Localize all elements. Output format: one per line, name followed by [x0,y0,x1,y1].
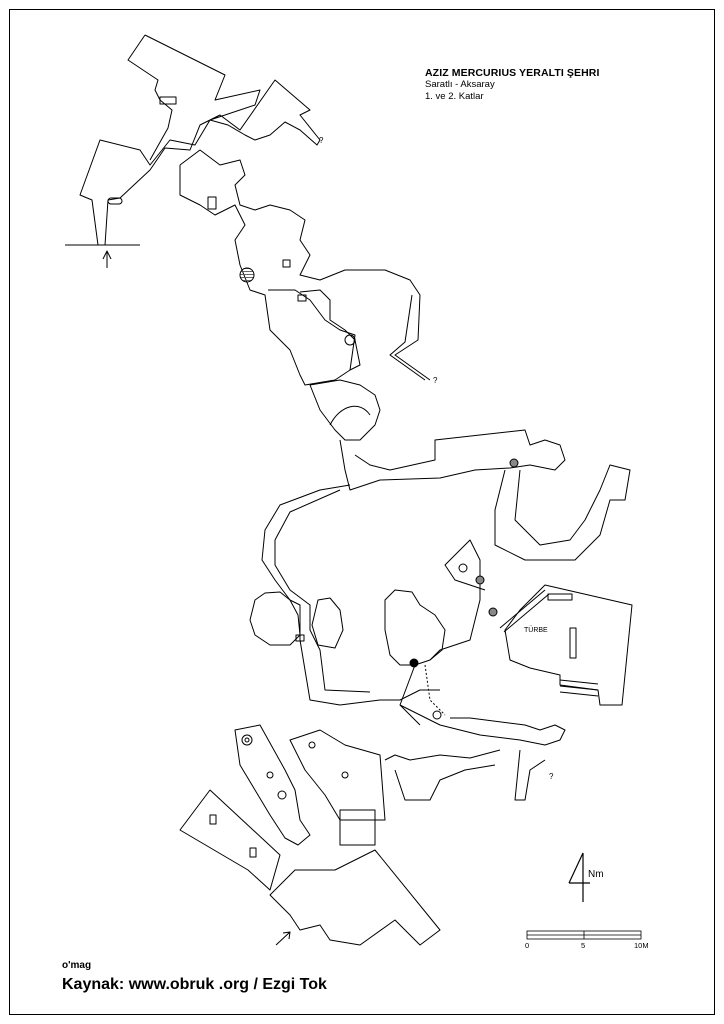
shaft-hatched [475,575,485,585]
stair [559,691,599,697]
corridor-east [339,429,566,491]
lower-corridor-2 [384,749,501,801]
shaft [244,737,250,743]
stair [559,679,599,685]
central-upper-east [268,289,356,371]
rolling-stone-chamber [309,379,381,441]
central-chamber [384,589,446,666]
sw-entrance-arrow [275,931,291,946]
shaft [277,790,287,800]
title-block: AZIZ MERCURIUS YERALTI ŞEHRI Saratlı - A… [425,67,600,103]
niche [282,259,291,268]
central-upper-west [179,165,361,386]
east-wing [494,464,631,561]
west-corridor [261,484,440,706]
scale-tick-5: 5 [581,941,586,950]
shaft [432,710,442,720]
lower-corridor [399,704,566,801]
scale-tick-0: 0 [525,941,530,950]
dotted-boundary [424,664,446,716]
sw-room-west [179,789,281,891]
turbe-label: TÜRBE [524,627,548,634]
turbe-passage [499,589,550,633]
author-credit: o'mag [62,960,92,971]
tomb [569,627,577,659]
niche [295,634,305,642]
stair [559,685,599,691]
chamber-passage [399,539,486,726]
upper-chamber-nw [79,34,321,246]
west-lobe-2 [311,597,344,649]
rolling-stone-inner [329,405,371,426]
niche [297,294,307,302]
shaft [266,771,274,779]
tomb [547,593,573,601]
sw-chamber-1 [234,724,311,846]
room [339,809,376,846]
map-location: Saratlı - Aksaray [425,79,495,90]
scale-bar [526,930,642,940]
niche [249,847,257,858]
map-title: AZIZ MERCURIUS YERALTI ŞEHRI [425,67,600,79]
entrance-arrow [102,250,112,268]
niche [159,96,177,105]
unknown-mark: ? [433,376,438,385]
hatched-shaft [239,267,255,283]
niche [207,196,217,210]
scale-tick-10: 10M [634,941,649,950]
niche [209,814,217,825]
north-label: Nm [588,869,604,880]
shaft [344,334,356,346]
map-floors: 1. ve 2. Katlar [425,91,484,102]
sw-room-south [269,849,441,946]
shaft-hatched [509,458,519,468]
north-arrow [568,852,590,902]
west-lobe [249,591,301,646]
shaft [308,741,316,749]
shaft [458,563,468,573]
shaft-hatched [488,607,498,617]
source-credit: Kaynak: www.obruk .org / Ezgi Tok [62,976,327,993]
unknown-mark: ? [319,136,324,145]
unknown-mark: ? [549,772,554,781]
map-frame [9,9,715,1015]
central-upper-chamber [179,149,431,381]
sw-chamber-2 [289,729,386,821]
upper-chamber-west-wall [127,34,173,161]
shaft [241,734,253,746]
niche [107,197,123,205]
well [409,658,419,668]
shaft [341,771,349,779]
